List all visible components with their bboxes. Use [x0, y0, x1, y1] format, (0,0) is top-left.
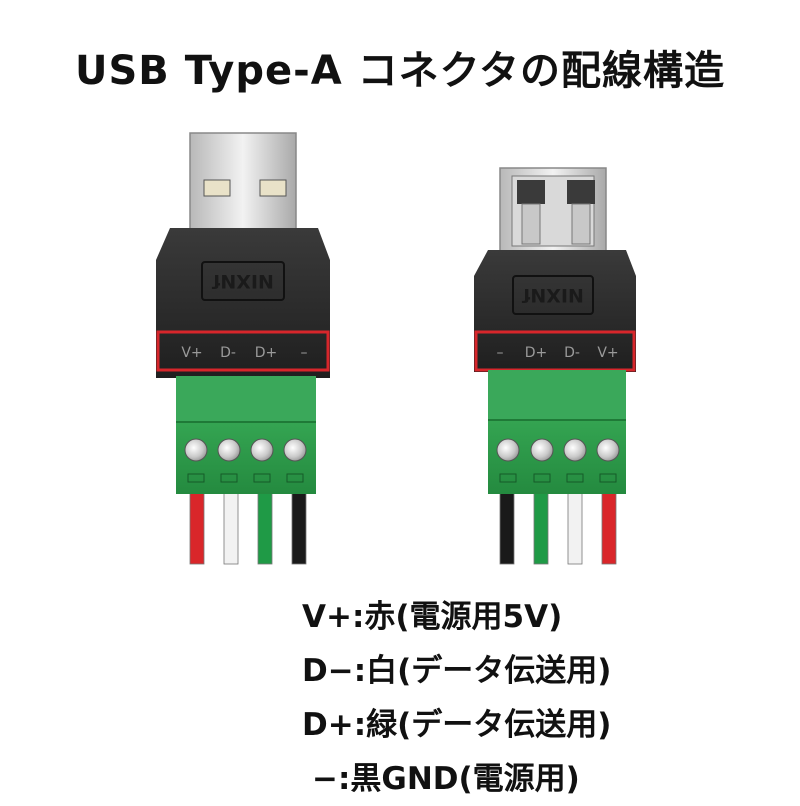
female-pin-label: – — [497, 345, 504, 361]
legend-item-vplus: V+:赤(電源用5V) — [302, 590, 611, 644]
wire-green — [257, 491, 273, 565]
male-pin-label: – — [301, 345, 308, 361]
male-pin-label: D- — [220, 345, 236, 361]
female-brand: NIXNſ — [521, 284, 584, 306]
wire-white — [223, 491, 239, 565]
legend-symbol: D+ — [302, 707, 354, 743]
male-pin-label: D+ — [255, 345, 278, 361]
female-wires — [499, 491, 617, 565]
page-title: USB Type-A コネクタの配線構造 — [75, 48, 725, 94]
female-terminal-block — [488, 370, 626, 494]
female-pin-label: D+ — [525, 345, 548, 361]
legend-text: :緑(データ伝送用) — [353, 707, 612, 743]
legend-symbol: V+ — [302, 599, 352, 635]
legend-item-dminus: D−:白(データ伝送用) — [302, 644, 611, 698]
wire-black — [499, 491, 515, 565]
wire-black — [291, 491, 307, 565]
wire-green — [533, 491, 549, 565]
female-pin-label: D- — [564, 345, 580, 361]
male-metal-plug — [189, 132, 297, 234]
male-brand: NIXNſ — [211, 270, 274, 292]
legend-symbol: − — [312, 761, 338, 797]
legend-symbol: D− — [302, 653, 354, 689]
legend-item-dplus: D+:緑(データ伝送用) — [302, 698, 611, 752]
legend-text: :黒GND(電源用) — [337, 761, 580, 797]
male-usb-connector: NIXNſ V+ D- D+ – — [156, 132, 330, 565]
male-pin-label-box — [156, 330, 330, 372]
wire-red — [601, 491, 617, 565]
male-housing — [156, 228, 330, 378]
male-terminal-block — [176, 376, 316, 494]
female-metal-receptacle — [499, 167, 607, 253]
male-wires — [189, 491, 307, 565]
male-pin-label: V+ — [181, 345, 202, 361]
wire-white — [567, 491, 583, 565]
wire-red — [189, 491, 205, 565]
male-screws — [184, 438, 307, 462]
legend-item-ground: −:黒GND(電源用) — [302, 752, 611, 806]
female-housing — [474, 250, 636, 372]
female-pin-label: V+ — [597, 345, 618, 361]
pin-legend: V+:赤(電源用5V) D−:白(データ伝送用) D+:緑(データ伝送用) −:… — [302, 590, 611, 806]
legend-text: :赤(電源用5V) — [351, 599, 563, 635]
female-usb-connector: NIXNſ – D+ D- V+ — [474, 167, 636, 565]
female-screws — [496, 438, 620, 462]
legend-text: :白(データ伝送用) — [353, 653, 612, 689]
female-pin-label-box — [474, 330, 636, 372]
